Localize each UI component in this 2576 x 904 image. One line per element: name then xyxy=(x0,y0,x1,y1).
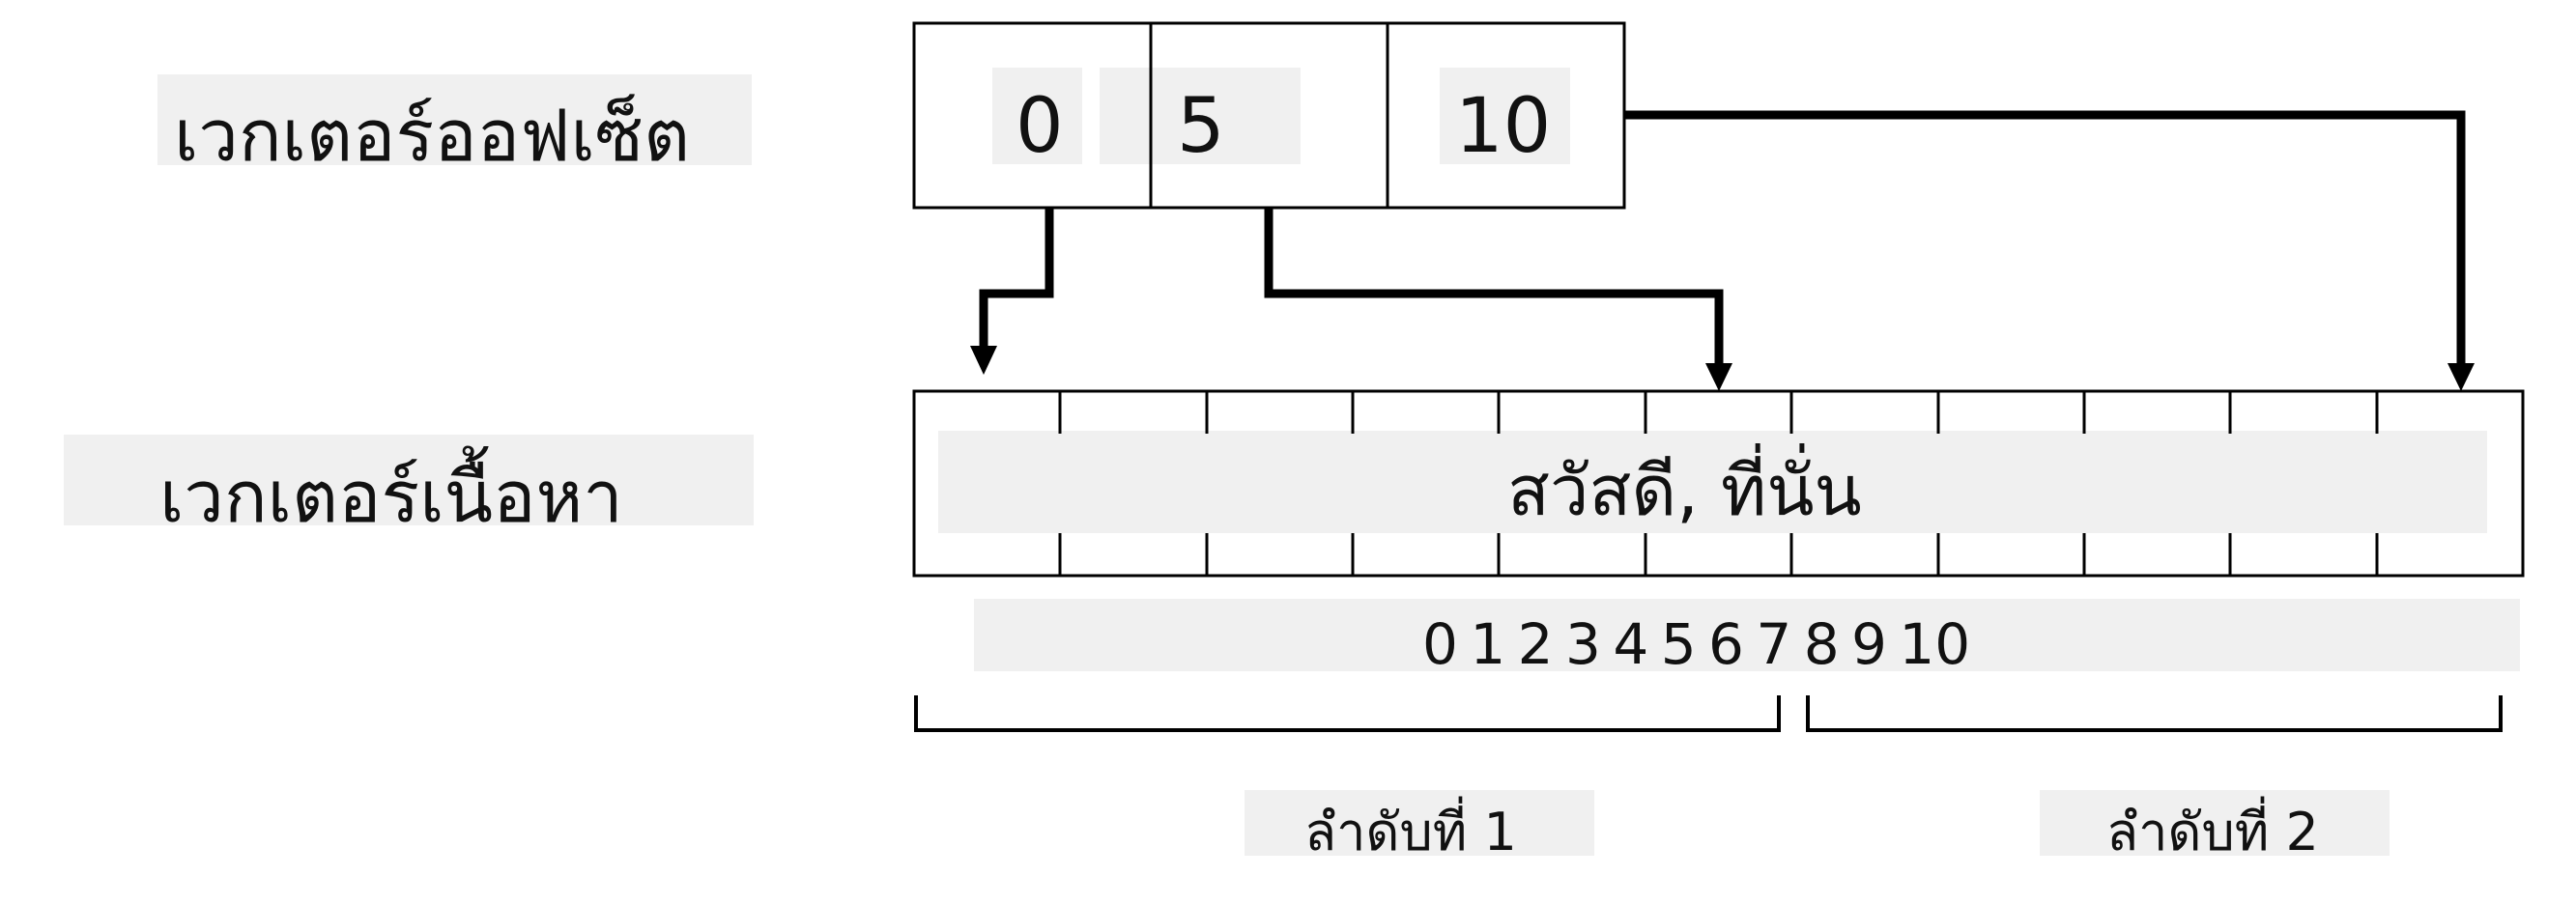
offset-10-bg xyxy=(1440,68,1570,164)
offset-5-bg xyxy=(1100,68,1301,164)
offset-value-0: 0 xyxy=(1016,83,1064,170)
arrow-offset-0-head xyxy=(970,346,997,375)
arrow-offset-10 xyxy=(1624,110,2466,365)
content-vector-label: เวกเตอร์เนื้อหา xyxy=(159,456,623,539)
bracket-sequence-1 xyxy=(914,695,1781,732)
bracket-sequence-2 xyxy=(1806,695,2503,732)
content-vector-box xyxy=(912,389,2525,578)
sequence-2-label: ลำดับที่ 2 xyxy=(2106,802,2319,862)
arrow-offset-5-head xyxy=(1705,363,1732,391)
sequence-1-label: ลำดับที่ 1 xyxy=(1304,802,1517,862)
index-row-bg xyxy=(974,599,2520,671)
sequence-brackets xyxy=(914,695,2503,732)
arrow-offset-10-head xyxy=(2447,363,2475,391)
content-vector-label-bg xyxy=(64,435,754,525)
arrow-offset-5 xyxy=(1264,208,1724,365)
offset-value-10: 10 xyxy=(1455,83,1552,170)
arrow-offset-0 xyxy=(979,208,1054,346)
offset-vector-label-bg xyxy=(157,74,752,165)
offset-value-5: 5 xyxy=(1177,83,1225,170)
content-text-bg xyxy=(938,431,2487,533)
content-text: สวัสดี, ที่นั่น xyxy=(1507,450,1862,531)
offset-0-bg xyxy=(992,68,1082,164)
offset-arrows xyxy=(970,110,2475,391)
offset-vector-label: เวกเตอร์ออฟเซ็ต xyxy=(174,95,691,178)
sequence-2-label-bg xyxy=(2040,790,2390,856)
content-indices: 0 1 2 3 4 5 6 7 8 9 10 xyxy=(1422,611,1971,677)
sequence-1-label-bg xyxy=(1245,790,1594,856)
